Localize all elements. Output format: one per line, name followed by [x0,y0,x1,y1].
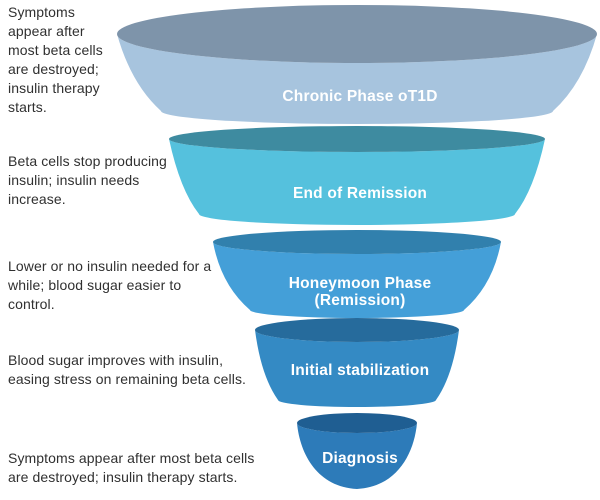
annotation-honeymoon-phase: Lower or no insulin needed for a while; … [8,258,212,312]
funnel-stage-initial-stabilization-top-ellipse [255,318,459,342]
funnel-stage-honeymoon-phase-body [213,242,501,318]
funnel-stage-end-of-remission: End of Remission [169,126,545,225]
funnel-stage-diagnosis-top-ellipse [297,413,417,433]
funnel-stage-honeymoon-phase-top-ellipse [213,230,501,254]
funnel-stage-honeymoon-phase: Honeymoon Phase (Remission) [213,230,501,318]
funnel-stage-honeymoon-phase-label-line2: (Remission) [315,292,406,309]
funnel-stage-end-of-remission-body [169,139,545,225]
funnel-stage-honeymoon-phase-label-line1: Honeymoon Phase [289,275,432,292]
annotation-diagnosis: Symptoms appear after most beta cells ar… [8,450,255,485]
funnel-stage-chronic-phase-body [117,34,597,124]
funnel-stage-diagnosis-label: Diagnosis [322,450,398,467]
funnel-stage-initial-stabilization: Initial stabilization [255,318,459,407]
funnel-stage-end-of-remission-top-ellipse [169,126,545,152]
funnel-stage-chronic-phase-label: Chronic Phase oT1D [282,88,437,105]
funnel-stage-initial-stabilization-label: Initial stabilization [291,362,430,379]
annotation-end-of-remission: Beta cells stop producing insulin; insul… [8,153,167,207]
funnel-stage-diagnosis: Diagnosis [297,413,417,489]
annotation-initial-stabilization: Blood sugar improves with insulin, easin… [8,352,247,387]
funnel-stage-chronic-phase: Chronic Phase oT1D [117,5,597,124]
annotation-chronic-phase: Symptoms appear after most beta cells ar… [8,4,103,115]
funnel-stage-end-of-remission-label: End of Remission [293,185,427,202]
funnel-stage-initial-stabilization-body [255,330,459,407]
funnel-stage-diagnosis-body [297,423,417,489]
funnel-stage-chronic-phase-top-ellipse [117,5,597,63]
